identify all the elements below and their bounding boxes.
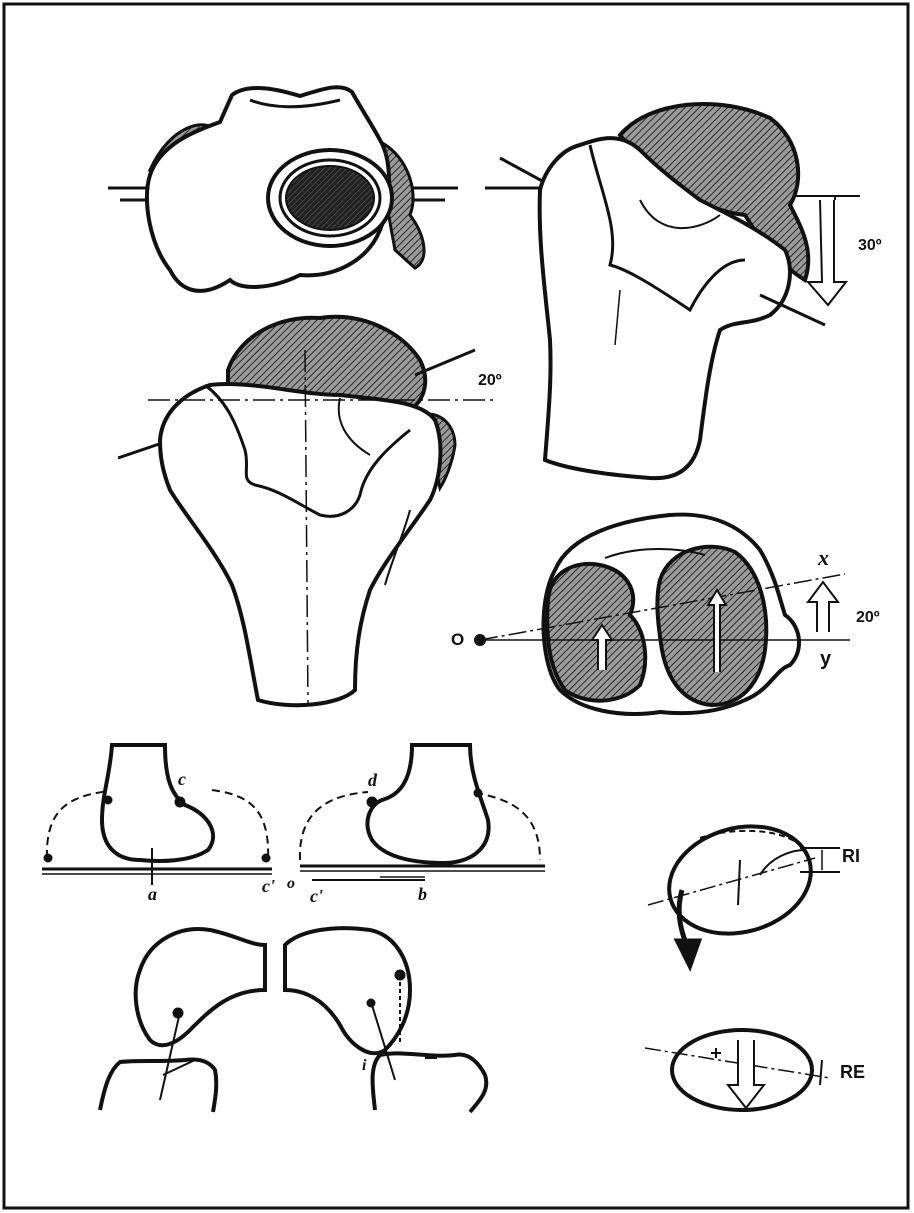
angle-label-20-top: 20º [478, 372, 502, 389]
sagittal-contact-right [285, 928, 486, 1112]
label-re: RE [840, 1062, 865, 1082]
tibia-rotated-view [485, 104, 860, 478]
label-c-prime-left: c' [262, 876, 275, 896]
label-a: a [148, 884, 157, 904]
condyle-rolling-right [300, 745, 545, 880]
pin-left-side [118, 442, 165, 458]
sagittal-contact-left [100, 929, 265, 1112]
label-c: c [178, 769, 186, 789]
up-arrow [808, 582, 838, 632]
rotation-internal-diagram [648, 811, 840, 968]
medullary-canal [286, 166, 374, 230]
angle-label-30: 30º [858, 237, 882, 254]
condyle-rolling-left [42, 745, 272, 885]
axis-label-x: x [817, 545, 829, 570]
origin-label: O [451, 630, 464, 649]
condyle-outline-left [102, 745, 213, 861]
label-b: b [418, 884, 427, 904]
tibia-top-view [108, 87, 458, 291]
condyle-outline-right [367, 745, 488, 863]
label-i: i [362, 1057, 367, 1074]
rotation-arrow [808, 200, 846, 305]
tibia-anterior-view [118, 317, 495, 705]
label-ri: RI [842, 846, 860, 866]
plateau-axes-view [476, 515, 850, 714]
pin-top-right [415, 350, 475, 375]
label-o-small: o [287, 875, 295, 892]
label-d: d [368, 770, 378, 790]
label-c-prime-right: c' [310, 886, 323, 906]
lateral-plateau [657, 547, 766, 705]
rotation-external-diagram [645, 1030, 830, 1110]
angle-label-20-plateau: 20º [856, 609, 880, 626]
axis-label-y: y [820, 648, 832, 670]
